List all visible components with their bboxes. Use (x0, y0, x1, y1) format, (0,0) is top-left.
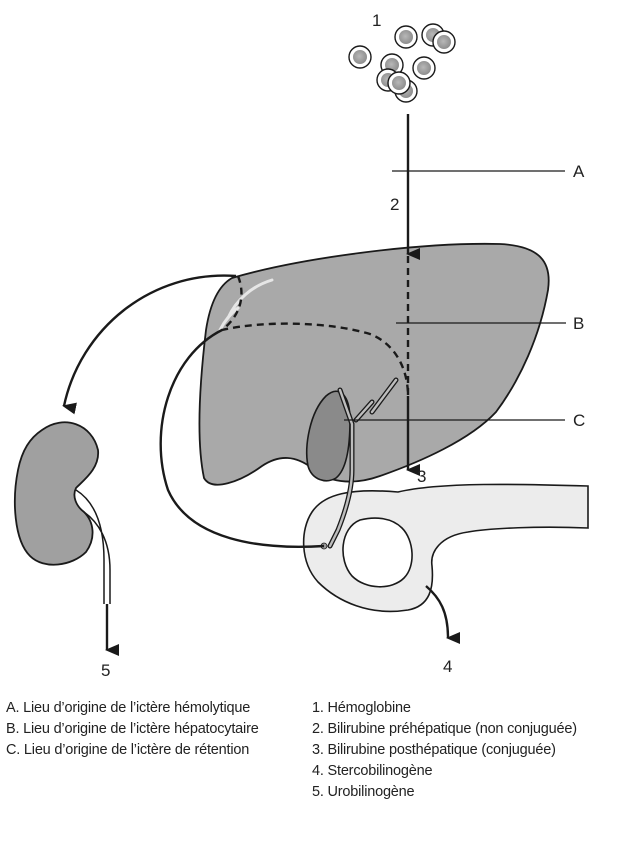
legend-numbers: 1. Hémoglobine 2. Bilirubine préhépatiqu… (312, 698, 577, 803)
legend-item-5: 5. Urobilinogène (312, 782, 577, 803)
blood-cells (349, 24, 455, 102)
marker-c: C (573, 411, 585, 430)
legend-item-3: 3. Bilirubine posthépatique (conjuguée) (312, 740, 577, 761)
marker-b: B (573, 314, 584, 333)
marker-3: 3 (417, 467, 426, 486)
marker-4: 4 (443, 657, 452, 676)
marker-5: 5 (101, 661, 110, 680)
legend-item-4: 4. Stercobilinogène (312, 761, 577, 782)
legend-item-1: 1. Hémoglobine (312, 698, 577, 719)
legend-item-c: C. Lieu d’origine de l’ictère de rétenti… (6, 740, 259, 761)
kidney (15, 422, 98, 564)
liver (200, 244, 549, 485)
jaundice-diagram: 1 2 3 4 5 A B C (0, 0, 635, 680)
marker-2: 2 (390, 195, 399, 214)
legend-item-2: 2. Bilirubine préhépatique (non conjugué… (312, 719, 577, 740)
legend-item-a: A. Lieu d’origine de l’ictère hémolytiqu… (6, 698, 259, 719)
legend-letters: A. Lieu d’origine de l’ictère hémolytiqu… (6, 698, 259, 761)
marker-a: A (573, 162, 585, 181)
legend-item-b: B. Lieu d’origine de l’ictère hépatocyta… (6, 719, 259, 740)
marker-1: 1 (372, 11, 381, 30)
